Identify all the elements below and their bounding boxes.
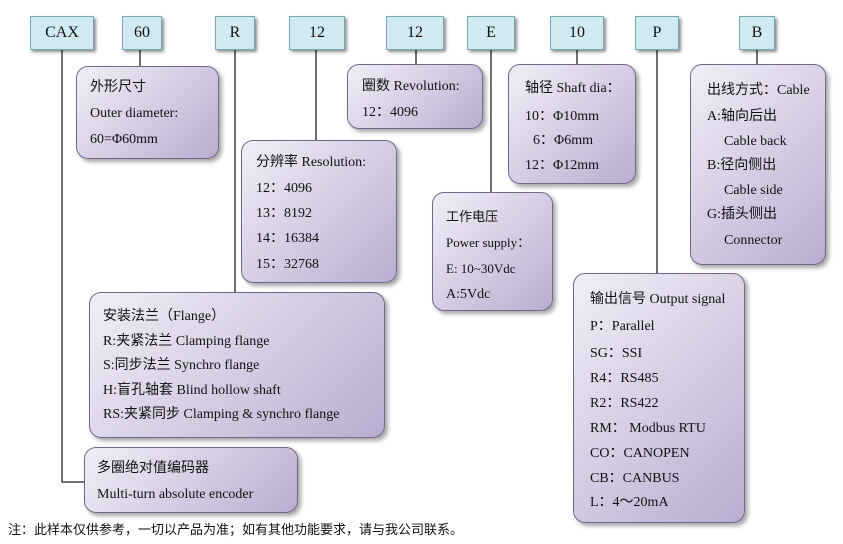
outer-diameter-box: 外形尺寸 Outer diameter: 60=Φ60mm	[76, 66, 219, 159]
output-item-p: P：Parallel	[590, 319, 655, 334]
code-b: B	[739, 16, 775, 50]
outer-diameter-title: 外形尺寸	[90, 80, 146, 95]
flange-title: 安装法兰（Flange）	[103, 309, 226, 324]
shaft-box: 轴径 Shaft dia： 10：Φ10mm 6：Φ6mm 12：Φ12mm	[508, 64, 636, 184]
cable-item-g-en: Connector	[724, 233, 783, 248]
code-resolution: 12	[289, 16, 345, 50]
cable-item-b-en: Cable side	[724, 183, 783, 198]
code-r: R	[215, 16, 255, 50]
output-title: 输出信号 Output signal	[590, 292, 726, 307]
output-item-r2: R2：RS422	[590, 396, 659, 411]
shaft-item-6: 6：Φ6mm	[533, 133, 594, 148]
code-p: P	[635, 16, 679, 50]
power-box: 工作电压 Power supply： E: 10~30Vdc A:5Vdc	[432, 192, 553, 311]
cable-item-b: B:径向侧出	[707, 158, 777, 173]
shaft-title: 轴径 Shaft dia：	[525, 81, 621, 96]
resolution-item-15: 15：32768	[256, 257, 319, 272]
output-signal-box: 输出信号 Output signal P：Parallel SG：SSI R4：…	[573, 273, 745, 523]
flange-item-s: S:同步法兰 Synchro flange	[103, 358, 260, 373]
encoder-title-cn: 多圈绝对值编码器	[97, 461, 209, 476]
flange-item-r: R:夹紧法兰 Clamping flange	[103, 334, 270, 349]
power-title: 工作电压	[446, 209, 499, 224]
wire-cax	[61, 50, 84, 483]
code-60: 60	[122, 16, 162, 50]
cable-item-a-en: Cable back	[724, 134, 787, 149]
revolution-box: 圈数 Revolution: 12：4096	[347, 64, 483, 129]
output-item-r4: R4：RS485	[590, 371, 659, 386]
code-shaft: 10	[550, 16, 604, 50]
output-item-co: CO：CANOPEN	[590, 446, 690, 461]
code-e: E	[467, 16, 515, 50]
resolution-title: 分辨率 Resolution:	[256, 155, 367, 170]
resolution-box: 分辨率 Resolution: 12：4096 13：8192 14：16384…	[241, 140, 397, 283]
revolution-value: 12：4096	[362, 105, 418, 120]
cable-box: 出线方式：Cable A:轴向后出 Cable back B:径向侧出 Cabl…	[690, 64, 826, 265]
resolution-item-14: 14：16384	[256, 231, 319, 246]
output-item-cb: CB：CANBUS	[590, 471, 680, 486]
cable-title: 出线方式：Cable	[707, 83, 810, 98]
footnote: 注：此样本仅供参考，一切以产品为准；如有其他功能要求，请与我公司联系。	[8, 523, 464, 538]
resolution-item-13: 13：8192	[256, 206, 312, 221]
outer-diameter-label: Outer diameter:	[90, 106, 179, 121]
power-item-a: A:5Vdc	[446, 287, 491, 302]
output-item-rm: RM： Modbus RTU	[590, 421, 706, 436]
power-item-e: E: 10~30Vdc	[446, 261, 516, 276]
outer-diameter-value: 60=Φ60mm	[90, 132, 158, 147]
code-revolution: 12	[386, 16, 444, 50]
resolution-item-12: 12：4096	[256, 181, 312, 196]
output-item-l: L：4～20mA	[590, 495, 669, 510]
code-cax: CAX	[30, 16, 94, 50]
flange-item-h: H:盲孔轴套 Blind hollow shaft	[103, 383, 281, 398]
cable-item-g: G:插头侧出	[707, 207, 777, 222]
power-label: Power supply：	[446, 235, 531, 250]
encoder-title-en: Multi-turn absolute encoder	[97, 487, 254, 502]
encoder-box: 多圈绝对值编码器 Multi-turn absolute encoder	[84, 447, 298, 513]
revolution-title: 圈数 Revolution:	[362, 79, 460, 94]
flange-box: 安装法兰（Flange） R:夹紧法兰 Clamping flange S:同步…	[89, 292, 385, 438]
cable-item-a: A:轴向后出	[707, 109, 777, 124]
output-item-sg: SG：SSI	[590, 346, 643, 361]
shaft-item-10: 10：Φ10mm	[525, 109, 600, 124]
shaft-item-12: 12：Φ12mm	[525, 158, 600, 173]
flange-item-rs: RS:夹紧同步 Clamping & synchro flange	[103, 407, 340, 422]
